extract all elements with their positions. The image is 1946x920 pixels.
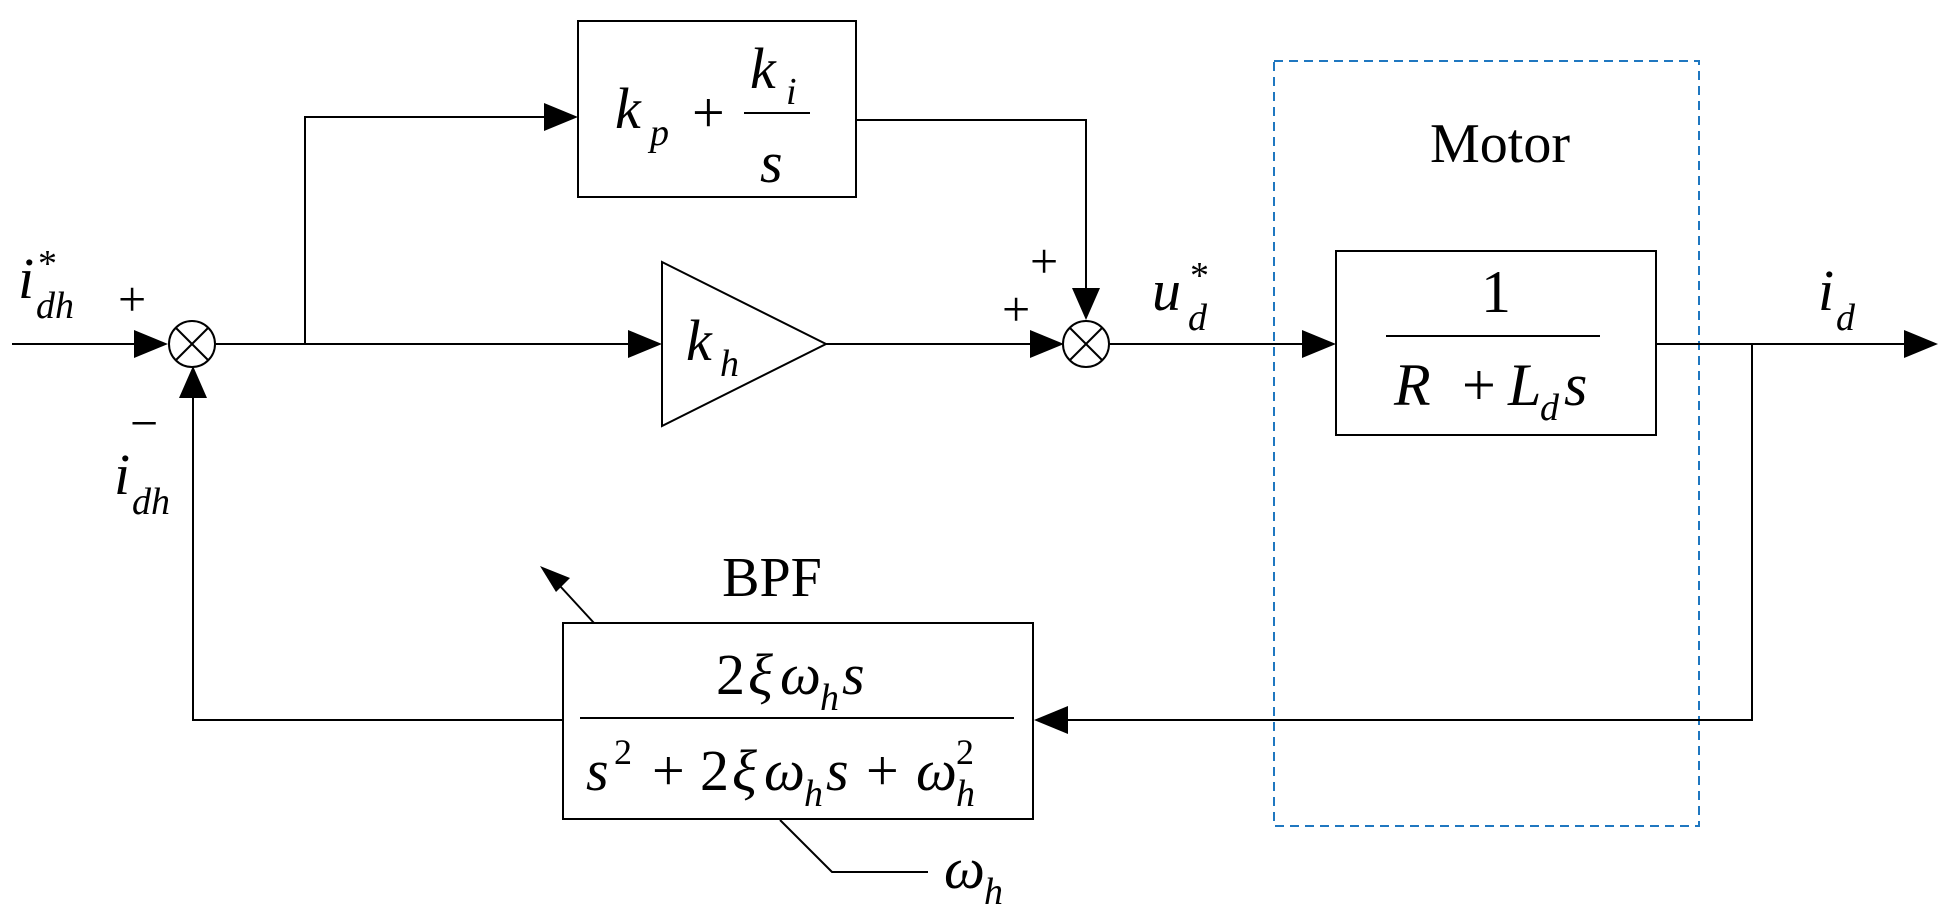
pi-den: s <box>760 130 783 195</box>
gain-base: k <box>686 308 713 373</box>
bpf-label: BPF <box>722 547 822 609</box>
svg-text:i: i <box>18 246 34 311</box>
sign-sum2-left: + <box>1002 281 1030 337</box>
motor-label: Motor <box>1430 113 1570 175</box>
bpf-den-s2: s <box>826 738 849 803</box>
svg-text:dh: dh <box>36 285 74 327</box>
svg-text:h: h <box>984 871 1003 913</box>
svg-text:d: d <box>1836 297 1856 339</box>
summing-junction-1 <box>168 320 216 368</box>
motor-den-L: L <box>1507 352 1541 418</box>
pi-ki-sub: i <box>786 71 797 113</box>
bpf-block: 2 ξ ω h s s 2 + 2 ξ ω h s + ω h 2 <box>562 622 1034 820</box>
arrow-into-sum2-left <box>1030 330 1064 358</box>
bpf-num-xi: ξ <box>748 642 773 707</box>
motor-den-plus: + <box>1462 352 1496 418</box>
motor-den-L-sub: d <box>1540 387 1560 429</box>
svg-text:u: u <box>1152 258 1181 323</box>
tunable-arrow-icon <box>540 566 570 592</box>
svg-text:*: * <box>1190 255 1209 297</box>
signal-feedback-label: i dh <box>114 442 170 523</box>
arrow-into-sum1 <box>134 330 168 358</box>
motor-block: 1 R + L d s <box>1335 250 1657 436</box>
svg-text:ω: ω <box>944 836 985 901</box>
bpf-num-s: s <box>842 642 865 707</box>
pi-ki-base: k <box>750 36 777 101</box>
signal-wires <box>12 116 1904 873</box>
motor-num: 1 <box>1481 259 1511 325</box>
gain-block: k h <box>661 260 829 428</box>
bpf-den-omega2-sup: 2 <box>956 732 974 772</box>
bpf-den-plus1: + <box>652 738 685 803</box>
arrow-into-gain <box>628 330 662 358</box>
bpf-den-omega-sub: h <box>804 773 823 815</box>
signal-input-label: i dh * <box>18 243 74 327</box>
arrow-into-bpf <box>1034 706 1068 734</box>
signal-output-label: i d <box>1818 258 1856 339</box>
summing-junction-2 <box>1062 320 1110 368</box>
pi-plus: + <box>692 80 725 145</box>
pi-kp-base: k <box>615 76 642 141</box>
svg-text:*: * <box>38 243 57 285</box>
svg-text:dh: dh <box>132 481 170 523</box>
motor-region <box>1273 60 1700 827</box>
sign-sum1-input: + <box>118 271 146 327</box>
bpf-num-two: 2 <box>716 642 745 707</box>
arrow-into-pi <box>544 103 578 131</box>
svg-text:i: i <box>1818 258 1834 323</box>
motor-den-R: R <box>1393 352 1431 418</box>
signal-voltage-ref-label: u d * <box>1152 255 1209 339</box>
bpf-den-omega2: ω <box>916 738 957 803</box>
bpf-den-omega2-sub: h <box>956 773 975 815</box>
sign-sum2-top: + <box>1030 233 1058 289</box>
arrow-into-sum1-bottom <box>179 366 207 398</box>
bpf-num-omega-sub: h <box>820 677 839 719</box>
sign-sum1-feedback: − <box>130 395 158 451</box>
bpf-den-s-sup: 2 <box>614 732 632 772</box>
gain-sub: h <box>720 343 739 385</box>
arrowheads <box>134 103 1938 734</box>
bpf-den-two: 2 <box>700 738 729 803</box>
bpf-num-omega: ω <box>780 642 821 707</box>
bpf-den-plus2: + <box>866 738 899 803</box>
bpf-den-omega: ω <box>764 738 805 803</box>
pi-kp-sub: p <box>647 112 669 154</box>
svg-text:i: i <box>114 442 130 507</box>
pi-controller-block: k p + k i s <box>577 20 857 198</box>
bpf-den-s: s <box>586 738 609 803</box>
svg-text:d: d <box>1188 297 1208 339</box>
bpf-den-xi: ξ <box>732 738 757 803</box>
arrow-into-motor <box>1302 330 1336 358</box>
motor-den-s: s <box>1564 352 1587 418</box>
signal-center-freq-label: ω h <box>944 836 1003 913</box>
arrow-into-sum2-top <box>1072 288 1100 320</box>
arrow-output <box>1904 330 1938 358</box>
